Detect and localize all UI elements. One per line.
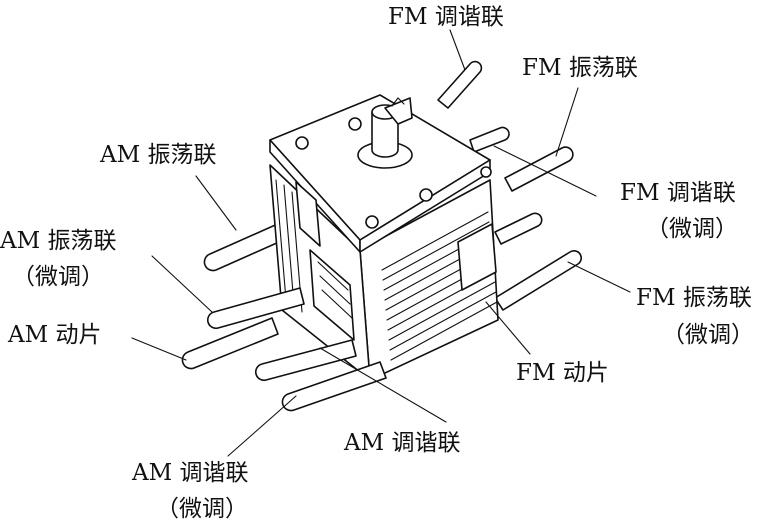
label-fm-tuning-fine-2: （微调） <box>646 216 738 242</box>
leader-fm-rotor <box>485 301 531 355</box>
terminal-am-osc <box>203 221 289 272</box>
stator-plates <box>381 211 498 361</box>
leader-am-osc <box>195 175 237 231</box>
label-am-osc: AM 振荡联 <box>99 142 216 168</box>
leader-fm-tuning-top <box>449 29 466 71</box>
label-fm-tuning-top: FM 调谐联 <box>388 4 504 30</box>
label-am-tuning-fine-2: （微调） <box>156 496 248 522</box>
leader-fm-osc-top <box>555 87 579 157</box>
label-fm-rotor: FM 动片 <box>516 360 609 386</box>
mount-hole <box>348 117 362 131</box>
leader-fm-osc-fine <box>567 261 631 293</box>
terminal-right-mid <box>494 212 543 245</box>
terminal-fm-tuning-top <box>437 60 483 109</box>
mount-hole <box>419 188 433 202</box>
label-fm-osc-fine-1: FM 振荡联 <box>636 285 752 311</box>
label-am-tuning: AM 调谐联 <box>343 430 460 456</box>
leader-lines <box>131 29 631 457</box>
leader-am-osc-fine <box>151 255 213 313</box>
leader-am-tuning <box>319 347 447 423</box>
label-am-rotor: AM 动片 <box>7 322 101 348</box>
capacitor-body <box>269 94 499 381</box>
shaft <box>357 97 413 169</box>
terminal-am-osc-fine <box>206 287 305 330</box>
mount-hole <box>365 215 379 229</box>
terminal-fm-osc-top <box>469 126 510 153</box>
leader-fm-tuning-fine <box>493 145 597 197</box>
label-fm-osc-fine-2: （微调） <box>662 322 754 348</box>
terminal-fm-osc-fine <box>494 249 582 311</box>
terminal-am-tuning-fine <box>281 361 387 412</box>
mount-hole <box>480 166 492 178</box>
label-am-osc-fine-2: （微调） <box>12 264 104 290</box>
leader-am-tuning-fine <box>227 395 297 457</box>
terminal-fm-tuning-fine <box>504 146 574 192</box>
leader-am-rotor <box>131 337 187 361</box>
terminal-am-tuning <box>254 339 357 382</box>
label-am-osc-fine-1: AM 振荡联 <box>0 228 116 254</box>
label-fm-tuning-fine-1: FM 调谐联 <box>620 180 736 206</box>
label-am-tuning-fine-1: AM 调谐联 <box>131 460 248 486</box>
label-fm-osc-top: FM 振荡联 <box>522 55 638 81</box>
terminal-am-rotor <box>181 317 279 370</box>
mount-hole <box>295 136 309 150</box>
